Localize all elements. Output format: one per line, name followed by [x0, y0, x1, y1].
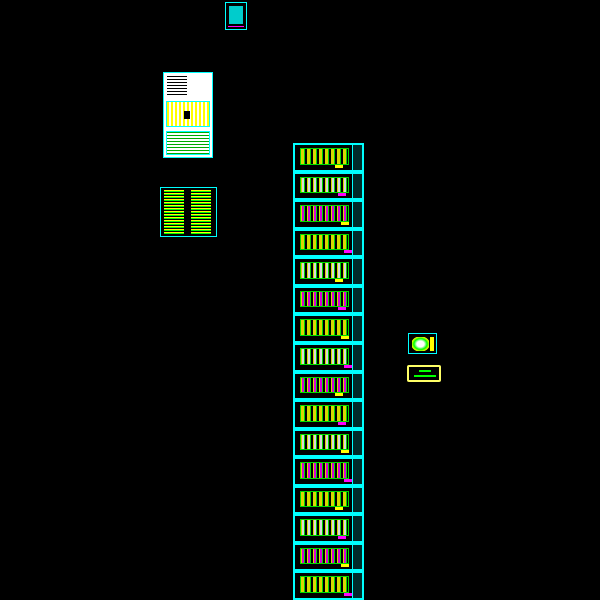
- title-block: [352, 544, 362, 570]
- floor-plan-drawing: [300, 290, 349, 308]
- detail-column-right: [191, 190, 211, 234]
- floor-plan-sheet[interactable]: [294, 343, 363, 371]
- title-block: [352, 145, 362, 170]
- cover-sheet[interactable]: [225, 2, 247, 30]
- legend-line-2: [414, 375, 436, 377]
- title-block: [352, 344, 362, 370]
- notes-table: [166, 101, 210, 127]
- revision-mark: [341, 450, 349, 454]
- title-block: [352, 487, 362, 513]
- revision-mark: [338, 193, 346, 197]
- title-block: [352, 459, 362, 484]
- site-plan-titleblock: [430, 337, 434, 351]
- title-block: [352, 573, 362, 598]
- site-plan-drawing: [412, 337, 429, 351]
- floor-plan-drawing: [300, 148, 349, 165]
- notes-sheet[interactable]: [163, 72, 213, 158]
- floor-plan-sheet[interactable]: [294, 543, 363, 571]
- floor-plan-sheet[interactable]: [294, 258, 363, 285]
- floor-plan-drawing: [300, 205, 349, 222]
- floor-plan-drawing: [300, 347, 349, 365]
- revision-mark: [344, 593, 352, 596]
- detail-sheet[interactable]: [160, 187, 217, 237]
- floor-plan-drawing: [300, 519, 349, 536]
- floor-plan-drawing: [300, 233, 349, 251]
- floor-plan-drawing: [300, 462, 349, 479]
- floor-plan-drawing: [300, 547, 349, 565]
- revision-mark: [335, 164, 343, 168]
- floor-plan-drawing: [300, 490, 349, 508]
- floor-plan-drawing: [300, 405, 349, 422]
- title-block: [352, 402, 362, 427]
- title-block: [352, 516, 362, 541]
- title-block: [352, 287, 362, 313]
- revision-mark: [344, 250, 352, 254]
- floor-plan-sheet[interactable]: [294, 144, 363, 171]
- legend-line-1: [419, 370, 431, 372]
- revision-mark: [341, 335, 349, 339]
- title-block: [352, 202, 362, 227]
- title-block: [352, 430, 362, 456]
- floor-plan-sheet[interactable]: [294, 429, 363, 457]
- floor-plan-drawing: [300, 376, 349, 394]
- floor-plan-sheet[interactable]: [294, 286, 363, 314]
- cover-fill: [229, 6, 243, 24]
- notes-text-block: [167, 76, 187, 96]
- floor-plan-sheet[interactable]: [294, 372, 363, 400]
- floor-plan-sheet[interactable]: [294, 572, 363, 599]
- floor-plan-drawing: [300, 319, 349, 336]
- floor-plan-drawing: [300, 262, 349, 279]
- floor-plan-sheet[interactable]: [294, 201, 363, 228]
- revision-mark: [341, 221, 349, 225]
- detail-column-left: [164, 190, 184, 234]
- floor-plan-drawing: [300, 433, 349, 451]
- revision-mark: [335, 278, 343, 282]
- floor-plan-sheet[interactable]: [294, 486, 363, 514]
- site-plan-sheet[interactable]: [408, 333, 437, 354]
- floor-plan-sheet[interactable]: [294, 458, 363, 485]
- title-block: [352, 316, 362, 341]
- title-block: [352, 173, 362, 199]
- revision-mark: [338, 307, 346, 311]
- floor-plan-sheet[interactable]: [294, 229, 363, 257]
- floor-plan-sheet[interactable]: [294, 515, 363, 542]
- revision-mark: [335, 507, 343, 511]
- cover-stripe: [228, 26, 244, 27]
- title-block: [352, 373, 362, 399]
- revision-mark: [344, 478, 352, 482]
- revision-mark: [344, 364, 352, 368]
- title-block: [352, 259, 362, 284]
- floor-plan-sheet[interactable]: [294, 172, 363, 200]
- floor-plan-sheet[interactable]: [294, 315, 363, 342]
- revision-mark: [335, 393, 343, 397]
- notes-lower-table: [166, 131, 210, 155]
- legend-box[interactable]: [407, 365, 441, 382]
- floor-plan-sheet[interactable]: [294, 401, 363, 428]
- revision-mark: [338, 535, 346, 539]
- floor-plan-drawing: [300, 176, 349, 194]
- title-block: [352, 230, 362, 256]
- revision-mark: [341, 564, 349, 568]
- notes-black-box: [184, 111, 190, 119]
- revision-mark: [338, 421, 346, 425]
- floor-plan-drawing: [300, 576, 349, 593]
